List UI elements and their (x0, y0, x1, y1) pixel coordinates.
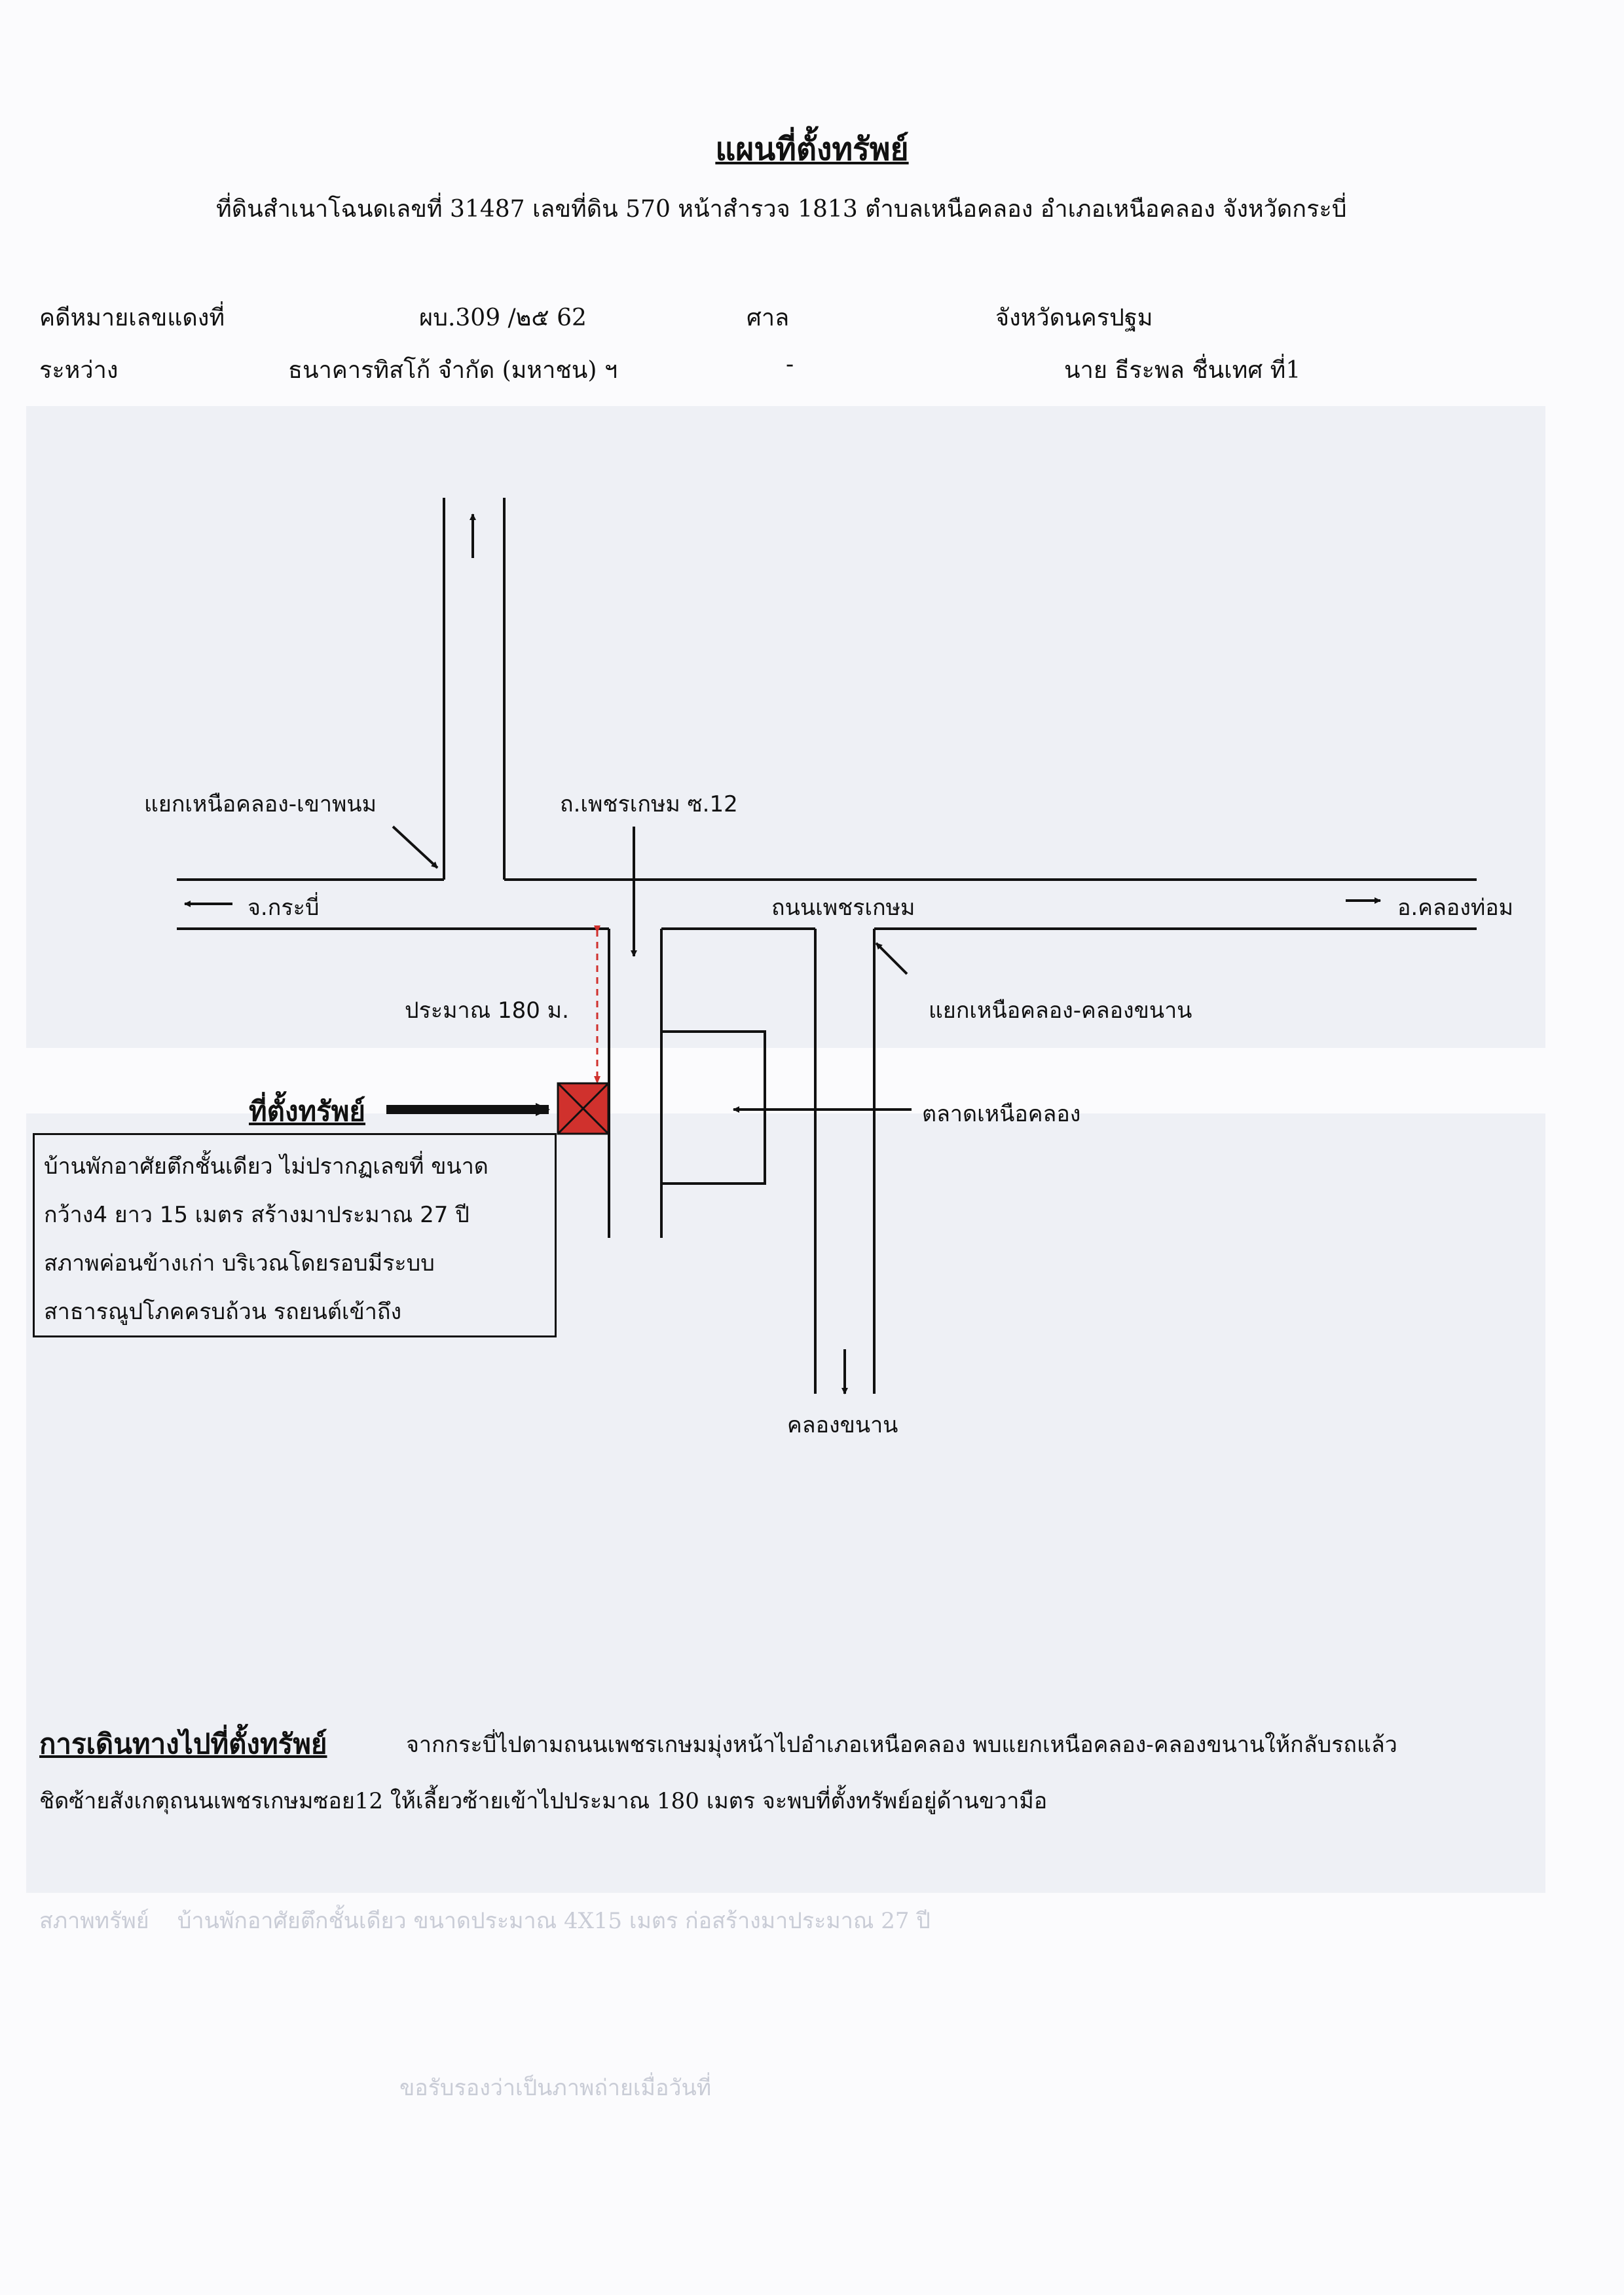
label-khlong-khanan: คลองขนาน (787, 1412, 898, 1438)
background-photo-lower (26, 1113, 1545, 1893)
directions-title: การเดินทางไปที่ตั้งทรัพย์ (39, 1728, 327, 1760)
label-main-road: ถนนเพชรเกษม (771, 895, 915, 921)
description-line: สาธารณูปโภคครบถ้วน รถยนต์เข้าถึง (44, 1299, 402, 1325)
directions-line-1: จากกระบี่ไปตามถนนเพชรเกษมมุ่งหน้าไปอำเภอ… (406, 1732, 1397, 1758)
case-label: คดีหมายเลขแดงที่ (39, 305, 225, 331)
directions-line-2: ชิดซ้ายสังเกตุถนนเพชรเกษมซอย12 ให้เลี้ยว… (39, 1788, 1048, 1814)
plaintiff: ธนาคารทิสโก้ จำกัด (มหาชน) ฯ (288, 357, 618, 384)
label-junction-khlong-khanan: แยกเหนือคลอง-คลองขนาน (929, 998, 1192, 1024)
description-line: บ้านพักอาศัยตึกชั้นเดียว ไม่ปรากฏเลขที่ … (44, 1153, 489, 1180)
party-dash: - (786, 351, 794, 378)
court-label: ศาล (747, 305, 790, 331)
label-to-krabi: จ.กระบี่ (248, 895, 320, 921)
court-name: จังหวัดนครปฐม (995, 305, 1153, 331)
property-description-box: บ้านพักอาศัยตึกชั้นเดียว ไม่ปรากฏเลขที่ … (33, 1133, 557, 1337)
description-line: สภาพค่อนข้างเก่า บริเวณโดยรอบมีระบบ (44, 1250, 435, 1277)
between-label: ระหว่าง (39, 357, 119, 384)
defendant: นาย ธีระพล ชื่นเทศ ที่1 (1064, 357, 1301, 384)
label-distance: ประมาณ 180 ม. (405, 998, 569, 1024)
junction-kk-pointer (875, 942, 908, 975)
bleed-through-text: สภาพทรัพย์ บ้านพักอาศัยตึกชั้นเดียว ขนาด… (39, 1908, 931, 1934)
background-photo (26, 406, 1545, 1048)
junction-kp-pointer (392, 825, 439, 869)
description-line: กว้าง4 ยาว 15 เมตร สร้างมาประมาณ 27 ปี (44, 1202, 470, 1228)
case-number: ผบ.309 /๒๕ 62 (419, 305, 587, 331)
deed-info: ที่ดินสำเนาโฉนดเลขที่ 31487 เลขที่ดิน 57… (216, 196, 1347, 223)
market-block (660, 1030, 766, 1185)
label-to-khlong-thom: อ.คลองท่อม (1397, 895, 1514, 921)
bleed-through-text-2: ขอรับรองว่าเป็นภาพถ่ายเมื่อวันที่ (399, 2075, 712, 2101)
marker-cross-2 (557, 1082, 610, 1135)
location-title: ที่ตั้งทรัพย์ (249, 1095, 366, 1127)
page-title: แผนที่ตั้งทรัพย์ (715, 131, 909, 168)
label-market: ตลาดเหนือคลอง (922, 1101, 1081, 1127)
label-soi: ถ.เพชรเกษม ซ.12 (560, 791, 738, 817)
label-junction-khao-phanom: แยกเหนือคลอง-เขาพนม (144, 791, 377, 817)
